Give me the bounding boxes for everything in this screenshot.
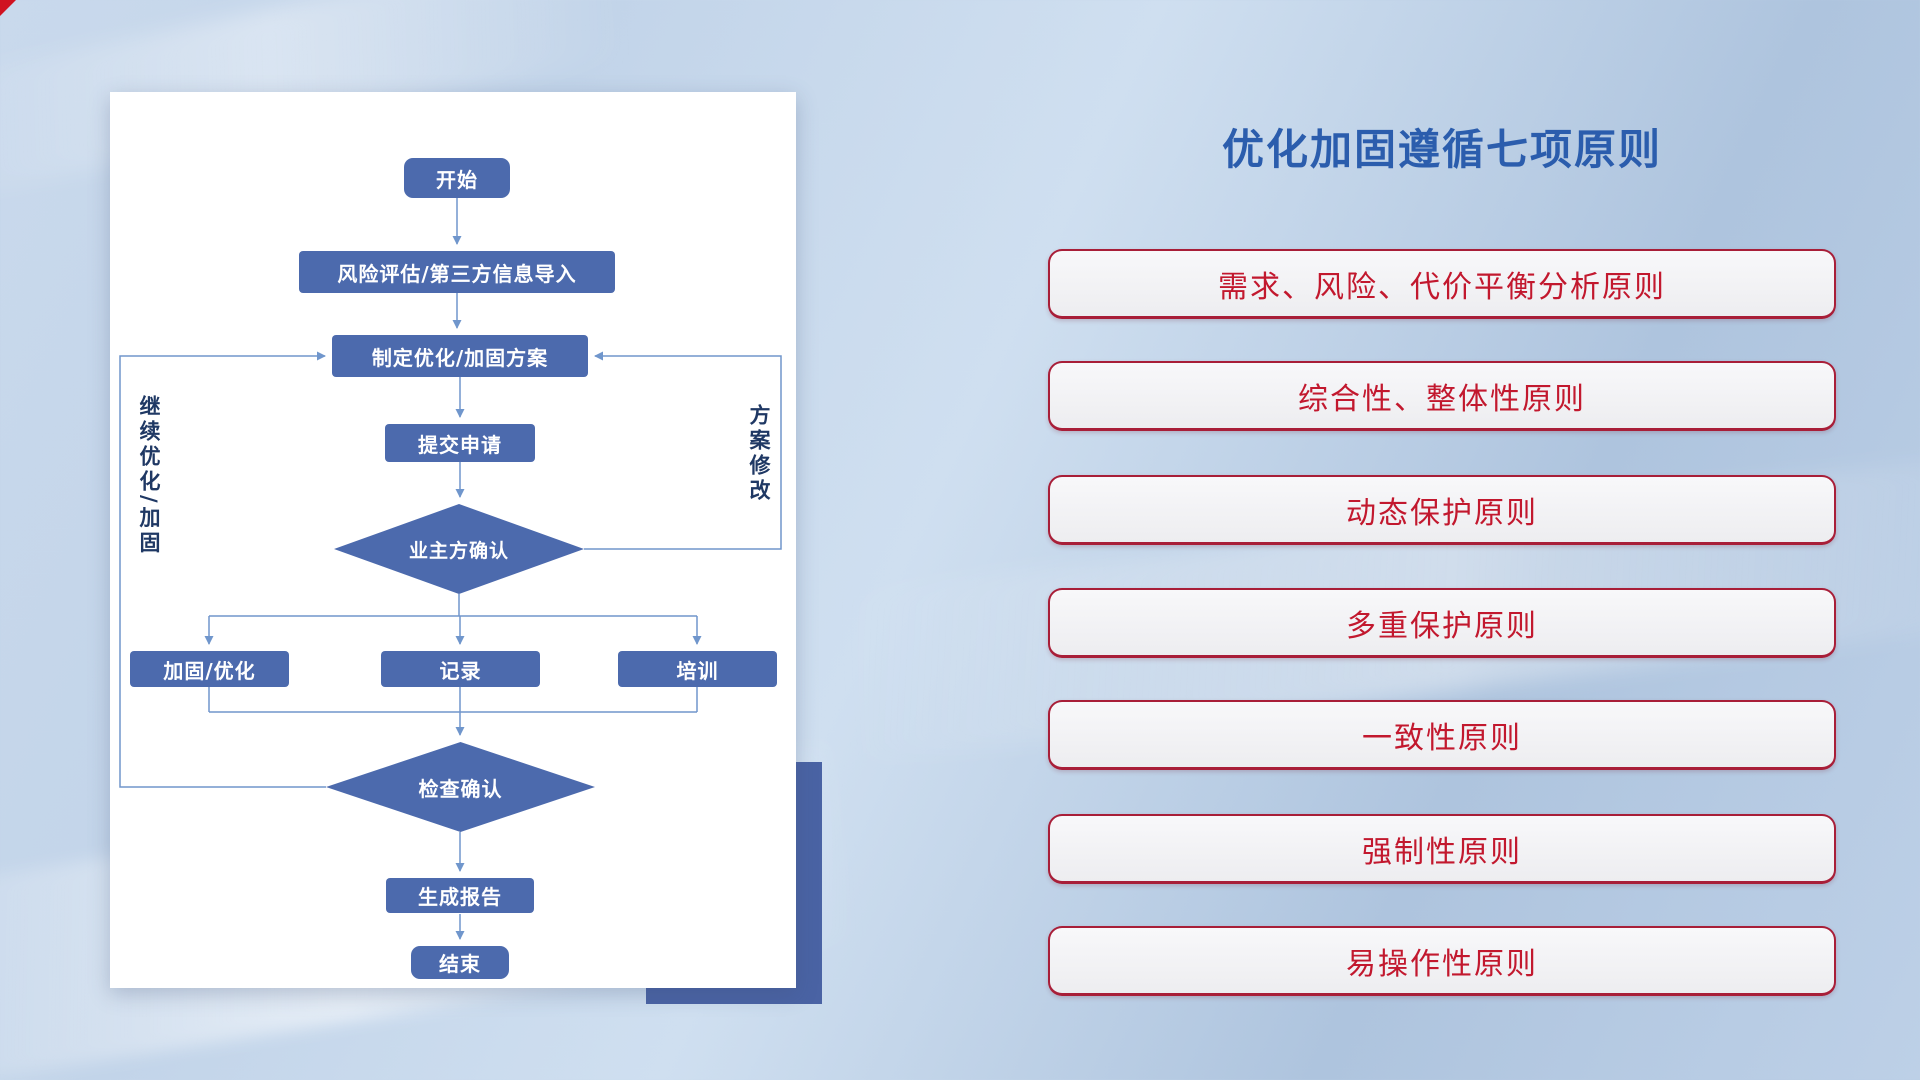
principle-item-label: 易操作性原则 [1346, 946, 1538, 982]
flow-node-report: 生成报告 [386, 878, 534, 913]
principle-item: 动态保护原则 [1048, 475, 1836, 545]
flow-node-record: 记录 [381, 651, 540, 687]
principle-item-label: 多重保护原则 [1346, 608, 1538, 644]
flow-node-make-plan: 制定优化/加固方案 [332, 335, 588, 377]
flow-node-risk-import: 风险评估/第三方信息导入 [299, 251, 615, 293]
corner-marker [0, 0, 16, 16]
flow-loop-label-plan-modify: 方案修改 [747, 404, 771, 504]
flow-node-reinforce-label: 加固/优化 [163, 658, 256, 683]
principle-item: 多重保护原则 [1048, 588, 1836, 658]
flow-node-end: 结束 [411, 946, 509, 979]
flow-decision-owner-confirm-label: 业主方确认 [408, 539, 509, 562]
flowchart-connectors [119, 198, 782, 940]
flow-node-training-label: 培训 [676, 658, 719, 683]
principle-item-label: 综合性、整体性原则 [1298, 381, 1586, 417]
flowchart-card: 开始 风险评估/第三方信息导入 制定优化/加固方案 提交申请 业主方确认 加固/… [110, 92, 796, 988]
flow-node-make-plan-label: 制定优化/加固方案 [371, 345, 549, 370]
flow-node-report-label: 生成报告 [418, 885, 502, 909]
principle-item: 需求、风险、代价平衡分析原则 [1048, 249, 1836, 319]
principle-item-label: 强制性原则 [1362, 834, 1522, 870]
principles-title: 优化加固遵循七项原则 [1221, 125, 1662, 174]
flow-node-end-label: 结束 [439, 952, 481, 976]
flow-node-start: 开始 [404, 158, 510, 198]
flow-node-risk-import-label: 风险评估/第三方信息导入 [337, 261, 577, 286]
flow-node-training: 培训 [618, 651, 777, 687]
principle-item-label: 需求、风险、代价平衡分析原则 [1218, 269, 1666, 305]
principle-item: 一致性原则 [1048, 700, 1836, 770]
flow-node-record-label: 记录 [439, 658, 482, 683]
flow-node-submit: 提交申请 [385, 424, 535, 462]
principle-item-label: 动态保护原则 [1346, 495, 1538, 531]
principle-item: 易操作性原则 [1048, 926, 1836, 996]
flow-node-submit-label: 提交申请 [418, 432, 502, 457]
principle-item: 综合性、整体性原则 [1048, 361, 1836, 431]
flow-loop-label-continue-optimize: 继续优化/加固 [137, 395, 161, 557]
principle-item-label: 一致性原则 [1362, 720, 1522, 756]
flow-node-reinforce: 加固/优化 [130, 651, 289, 687]
flow-node-start-label: 开始 [436, 167, 478, 192]
principle-item: 强制性原则 [1048, 814, 1836, 884]
flow-decision-check-confirm-label: 检查确认 [418, 776, 503, 801]
